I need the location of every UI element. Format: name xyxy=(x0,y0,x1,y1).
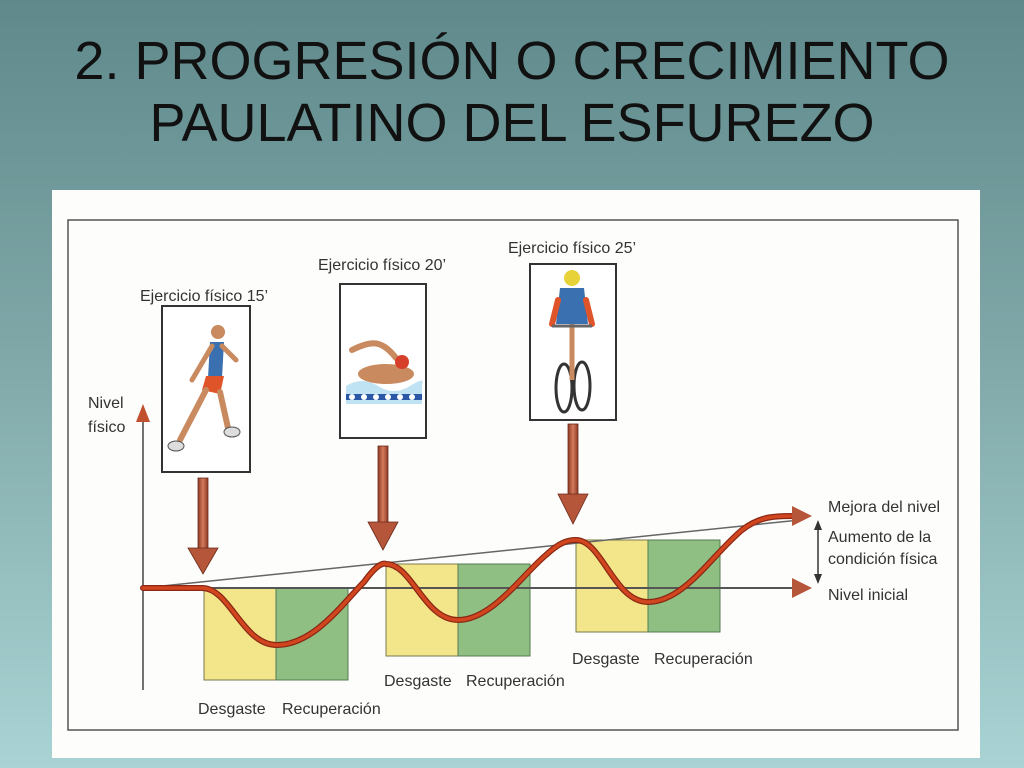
cyclist-picture xyxy=(529,263,617,421)
increase-label-line2: condición física xyxy=(828,551,937,568)
title-line-2: PAULATINO DEL ESFUREZO xyxy=(149,93,875,153)
runner-picture xyxy=(161,305,251,473)
wear-box-2 xyxy=(385,563,459,657)
wear-label-1: Desgaste xyxy=(198,701,266,718)
recovery-label-3: Recuperación xyxy=(654,651,753,668)
exercise-label-2: Ejercicio físico 20’ xyxy=(318,257,446,274)
wear-box-3 xyxy=(575,539,649,633)
wear-box-1 xyxy=(203,587,277,681)
down-arrow-1 xyxy=(187,477,219,575)
performance-curve xyxy=(141,514,799,647)
increase-bracket-top xyxy=(814,520,822,530)
exercise-label-1: Ejercicio físico 15’ xyxy=(140,288,268,305)
y-axis-label-line1: Nivel xyxy=(88,395,124,412)
title-line-1: 2. PROGRESIÓN O CRECIMIENTO xyxy=(74,31,950,91)
swimmer-icon xyxy=(346,340,423,404)
down-arrow-2 xyxy=(367,445,399,551)
wear-label-2: Desgaste xyxy=(384,673,452,690)
down-arrow-3 xyxy=(557,423,589,525)
recovery-label-2: Recuperación xyxy=(466,673,565,690)
improvement-arrowhead xyxy=(792,506,812,526)
wear-label-3: Desgaste xyxy=(572,651,640,668)
initial-level-arrowhead xyxy=(792,578,812,598)
exercise-label-3: Ejercicio físico 25’ xyxy=(508,240,636,257)
recovery-label-1: Recuperación xyxy=(282,701,381,718)
slide-title: 2. PROGRESIÓN O CRECIMIENTO PAULATINO DE… xyxy=(0,30,1024,154)
cyclist-icon xyxy=(549,270,595,414)
diagram-frame xyxy=(67,219,959,731)
diagram-figure: Nivel físico Ejercicio físico 15’ Ejerci… xyxy=(52,190,980,758)
improvement-label: Mejora del nivel xyxy=(828,499,940,516)
increase-label-line1: Aumento de la xyxy=(828,529,931,546)
trend-line xyxy=(142,519,801,589)
increase-bracket-bottom xyxy=(814,574,822,584)
initial-level-label: Nivel inicial xyxy=(828,587,908,604)
swimmer-picture xyxy=(339,283,427,439)
diagram-svg: Nivel físico Ejercicio físico 15’ Ejerci… xyxy=(67,219,959,731)
y-axis-arrowhead xyxy=(136,404,150,422)
runner-icon xyxy=(167,325,241,452)
y-axis-label-line2: físico xyxy=(88,419,125,436)
